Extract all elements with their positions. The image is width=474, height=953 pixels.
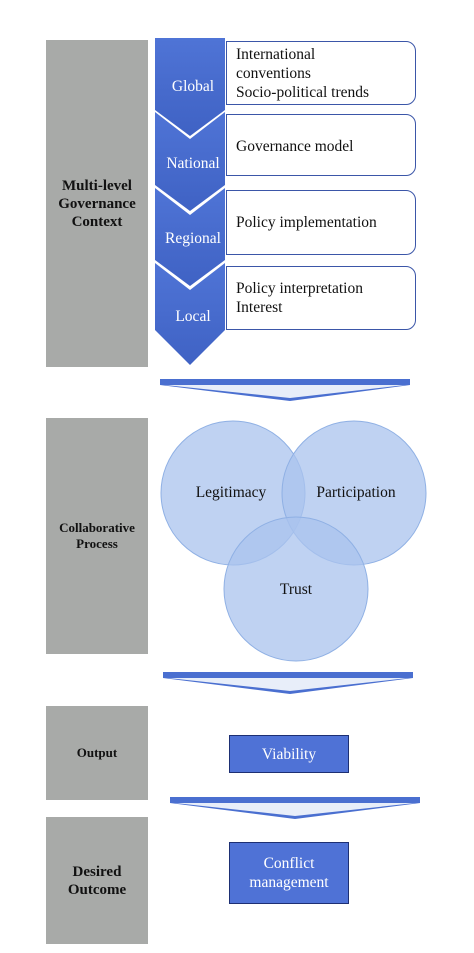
context-label-line-2: Governance [58, 195, 136, 212]
process-panel: Collaborative Process [46, 418, 148, 654]
circle-label-trust: Trust [280, 581, 313, 598]
context-panel: Multi-level Governance Context [46, 40, 148, 367]
regional-desc-line-1: Policy implementation [236, 214, 377, 231]
national-desc-line-1: Governance model [236, 138, 354, 155]
global-desc-line-3: Socio-political trends [236, 83, 370, 101]
level-description-local: Policy interpretation Interest [226, 266, 416, 330]
conflict-management-box: Conflict management [229, 842, 349, 904]
level-description-global: International conventions Socio-politica… [226, 41, 416, 105]
level-description-national: Governance model [226, 114, 416, 176]
outcome-label-line-1: Desired [72, 863, 122, 880]
context-label-line-1: Multi-level [62, 177, 132, 194]
outcome-panel: Desired Outcome [46, 817, 148, 944]
level-description-regional: Policy implementation [226, 190, 416, 255]
circle-label-participation: Participation [316, 484, 395, 501]
local-desc-line-1: Policy interpretation [236, 280, 363, 297]
output-panel: Output [46, 706, 148, 800]
down-arrow-1 [160, 379, 410, 401]
global-desc-line-2: conventions [236, 64, 311, 82]
chevron-national [155, 112, 225, 211]
chevron-local [155, 263, 225, 365]
viability-box: Viability [229, 735, 349, 773]
level-label-regional: Regional [165, 230, 221, 247]
level-label-local: Local [175, 308, 210, 325]
chevron-global [155, 38, 225, 136]
outcome-label-line-2: Outcome [67, 881, 127, 898]
local-desc-line-2: Interest [236, 299, 283, 316]
level-label-global: Global [172, 78, 214, 95]
process-label-line-2: Process [76, 536, 118, 551]
circle-trust [223, 516, 369, 662]
outcome-box-line-2: management [249, 874, 329, 891]
down-arrow-3 [170, 797, 420, 819]
global-desc-line-1: International [236, 45, 316, 63]
context-label-line-3: Context [71, 213, 123, 230]
process-label-line-1: Collaborative [59, 520, 135, 535]
level-label-national: National [166, 155, 219, 172]
chevron-regional [155, 188, 225, 286]
output-label: Output [76, 745, 118, 760]
viability-label: Viability [261, 745, 317, 763]
circle-label-legitimacy: Legitimacy [196, 484, 267, 501]
down-arrow-2 [163, 672, 413, 694]
outcome-box-line-1: Conflict [263, 855, 315, 872]
